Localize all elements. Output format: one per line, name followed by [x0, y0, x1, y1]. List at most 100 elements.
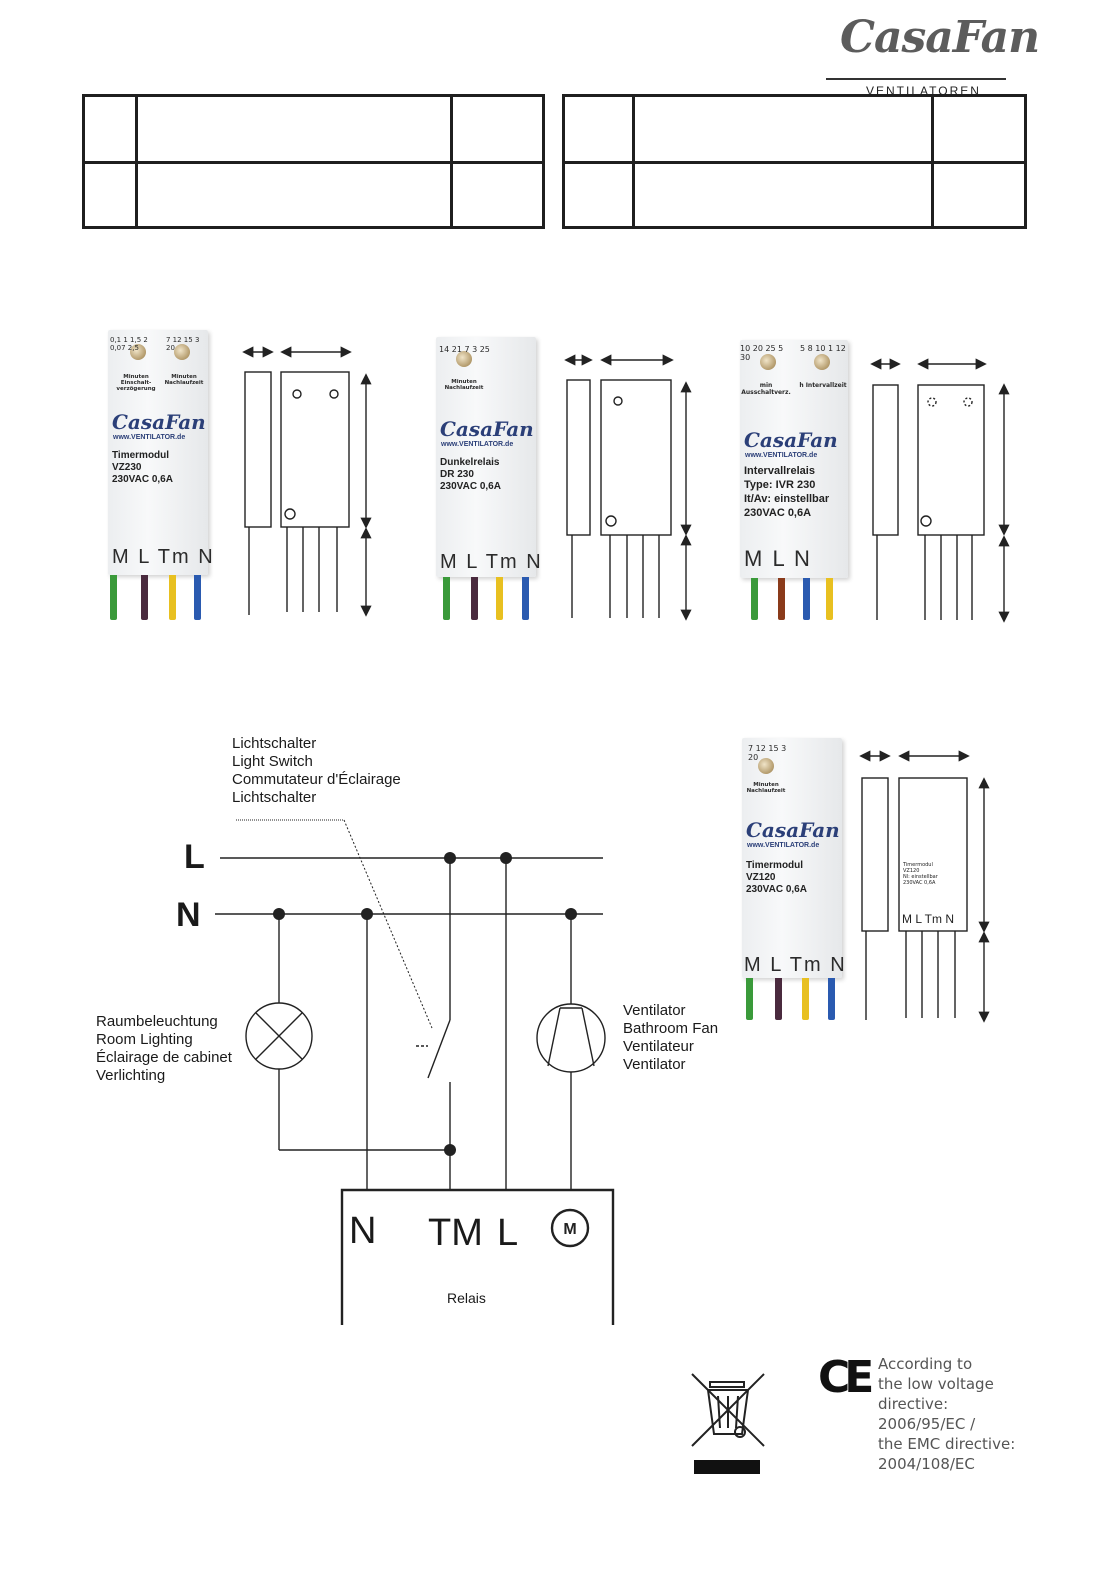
fan-label-line: Ventilator [623, 1056, 686, 1073]
dial-label: min Ausschaltverz. [741, 382, 791, 396]
wire-green [110, 575, 117, 620]
table-cell [931, 161, 1027, 229]
wire-green [443, 577, 450, 620]
compliance-line: directive: [878, 1395, 949, 1413]
junction-dot [444, 1144, 456, 1156]
lamp-label-line: Room Lighting [96, 1031, 193, 1048]
wire-blue [522, 577, 529, 620]
switch-label-line: Commutateur d'Éclairage [232, 771, 401, 788]
wire-green [751, 578, 758, 620]
device-brand: CasaFan [746, 818, 840, 842]
dimension-drawing-front-2 [600, 354, 692, 621]
device-product-text: Timermodul VZ230 230VAC 0,6A [112, 450, 173, 485]
dial-label: Minuten Nachlaufzeit [444, 379, 484, 391]
wire-yellow [169, 575, 176, 620]
compliance-line: According to [878, 1355, 973, 1373]
wire-yellow [496, 577, 503, 620]
table-cell [562, 161, 635, 229]
fan-label-line: Ventilator [623, 1002, 686, 1019]
dial-knob [130, 344, 146, 360]
wiring-diagram: L N Lichtschalter Light Switch Commutate… [96, 735, 718, 1325]
relay-terminal-motor: M [550, 1208, 590, 1248]
device-product-text: Dunkelrelais DR 230 230VAC 0,6A [440, 457, 501, 492]
dial-scale-text: 7 12 15 3 20 [166, 336, 200, 352]
device-url: www.VENTILATOR.de [745, 452, 818, 459]
wire-green [746, 978, 753, 1020]
dimension-drawing-side-2 [564, 354, 593, 618]
logo-rule [826, 78, 1006, 80]
dial-label: Minuten Nachlaufzeit [164, 374, 204, 386]
device-ivr230: 10 20 25 5 30 5 8 10 1 12 min Ausschaltv… [740, 340, 848, 578]
table-cell [632, 94, 934, 164]
dial-label: Minuten Einschalt-verzögerung [116, 374, 156, 392]
compliance-line: 2006/95/EC / [878, 1415, 976, 1433]
device-product-text: Intervallrelais Type: IVR 230 It/Av: ein… [744, 465, 830, 519]
ce-mark-icon: CE [818, 1352, 874, 1403]
lamp-symbol [245, 1002, 313, 1070]
lamp-label-line: Verlichting [96, 1067, 165, 1084]
switch-label-line: Light Switch [232, 753, 313, 770]
device-brand: CasaFan [744, 428, 838, 452]
table-cell [450, 94, 545, 164]
device-terminals: M L Tm N [112, 546, 215, 568]
dimension-drawing-side-3 [870, 358, 901, 620]
relay-terminal-l: L [497, 1212, 518, 1254]
table-cell [82, 161, 138, 229]
weee-bin-icon [691, 1373, 765, 1474]
device-url: www.VENTILATOR.de [113, 434, 186, 441]
motor-terminal-text: M [563, 1221, 576, 1238]
dial-label: Minuten Nachlaufzeit [746, 782, 786, 794]
table-cell [931, 94, 1027, 164]
device-terminals: M L N [744, 546, 812, 571]
table-cell [135, 94, 453, 164]
label-l: L [184, 838, 205, 876]
dial-knob [758, 758, 774, 774]
compliance-line: 2004/108/EC [878, 1455, 975, 1473]
relay-terminal-n: N [349, 1210, 376, 1252]
device-dr230: 14 21 7 3 25 Minuten Nachlaufzeit CasaFa… [436, 337, 541, 577]
wire-blue [194, 575, 201, 620]
device-product-text: Timermodul VZ120 230VAC 0,6A [746, 860, 807, 895]
switch-label-line: Lichtschalter [232, 735, 316, 752]
junction-dot [273, 908, 285, 920]
junction-dot [500, 852, 512, 864]
wire-blue [828, 978, 835, 1020]
label-n: N [176, 896, 201, 934]
dimension-drawings [242, 346, 1010, 1023]
compliance-line: the EMC directive: [878, 1435, 1016, 1453]
dial-scale-text: 7 12 15 3 20 [748, 744, 787, 762]
table-cell [82, 94, 138, 164]
dimension-drawing-front-1 [280, 346, 372, 617]
dial-scale-text: 0,1 1 1,5 2 0,07 2,5 [110, 336, 148, 352]
device-url: www.VENTILATOR.de [441, 441, 514, 448]
wire-purple [471, 577, 478, 620]
dial-knob [174, 344, 190, 360]
header-table-right [562, 94, 1027, 229]
relay-terminal-tm: TM [428, 1212, 483, 1254]
dial-scale-text: 10 20 25 5 30 [740, 344, 784, 362]
drawing-terminals: M L Tm N [902, 912, 955, 926]
fan-symbol [536, 1003, 606, 1073]
casafan-logo: CasaFan VENTILATOREN [826, 12, 1040, 98]
lamp-label-line: Raumbeleuchtung [96, 1013, 218, 1030]
relay-box [340, 1188, 615, 1325]
drawing-product-text: Timermodul VZ120 Nl: einstellbar 230VAC … [903, 862, 938, 886]
dial-knob [456, 351, 472, 367]
logo-subtext: VENTILATOREN [866, 84, 981, 98]
wire-brown [778, 578, 785, 620]
junction-dot [565, 908, 577, 920]
wire-blue [803, 578, 810, 620]
dimension-drawing-side-1 [242, 346, 274, 615]
junction-dot [444, 852, 456, 864]
dial-scale-text: 14 21 7 3 25 [439, 345, 490, 354]
fan-label-line: Ventilateur [623, 1038, 694, 1055]
device-url: www.VENTILATOR.de [747, 842, 820, 849]
wire-yellow [826, 578, 833, 620]
dial-knob [814, 354, 830, 370]
switch-label-line: Lichtschalter [232, 789, 316, 806]
table-cell [450, 161, 545, 229]
dimension-drawing-side-4 [859, 750, 891, 1020]
device-brand: CasaFan [440, 417, 534, 441]
table-cell [632, 161, 934, 229]
device-terminals: M L Tm N [744, 954, 847, 976]
